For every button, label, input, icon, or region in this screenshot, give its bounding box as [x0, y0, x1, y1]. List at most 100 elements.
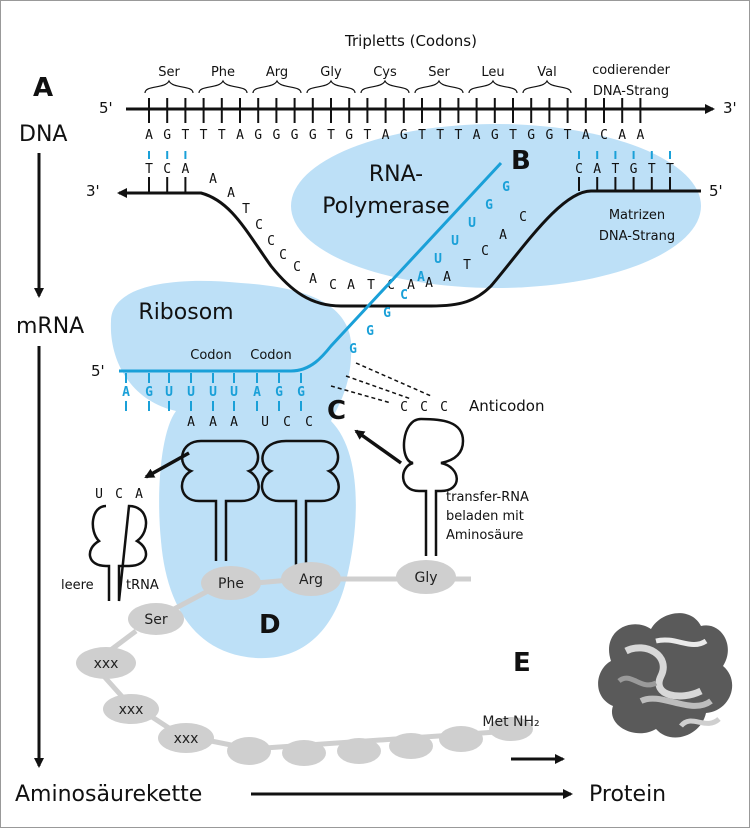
template-base: T: [145, 162, 153, 177]
label-a: A: [33, 73, 53, 103]
bead-xxx-3: [158, 723, 214, 753]
mrna-base: C: [400, 288, 408, 303]
rna-polymerase-label-1: RNA-: [369, 162, 423, 187]
aa-xxx-2: xxx: [119, 702, 144, 718]
template-base: T: [666, 162, 674, 177]
codon-brace: [468, 79, 518, 94]
mrna-base: A: [253, 385, 261, 400]
bead-8: [439, 726, 483, 752]
codon-word-1: Codon: [190, 348, 231, 363]
template-base: C: [293, 260, 301, 275]
mrna-base: G: [145, 385, 153, 400]
aa-phe: Phe: [218, 576, 244, 592]
anticodon-base: A: [230, 415, 238, 430]
mrna-base: A: [417, 270, 425, 285]
codon-label: Gly: [320, 65, 342, 80]
template-base: C: [519, 210, 527, 225]
template-base: T: [367, 278, 375, 293]
coding-base: G: [527, 128, 535, 143]
bead-xxx-1: [76, 647, 136, 679]
anticodon-base: U: [261, 415, 269, 430]
template-strand-label-2: DNA-Strang: [599, 229, 675, 244]
template-base: C: [481, 244, 489, 259]
template-five-prime: 5': [709, 182, 723, 200]
codon-brace: [414, 79, 464, 94]
template-base: T: [611, 162, 619, 177]
aa-met: Met NH₂: [482, 714, 539, 730]
mrna-base: G: [275, 385, 283, 400]
template-base: C: [387, 278, 395, 293]
codon-label: Ser: [428, 65, 450, 80]
incoming-trna-arrow: [354, 429, 403, 465]
coding-base: T: [218, 128, 226, 143]
template-base: A: [443, 270, 451, 285]
rna-polymerase-label-2: Polymerase: [322, 194, 450, 219]
coding-base: A: [473, 128, 481, 143]
coding-base: G: [254, 128, 262, 143]
protein-structure-image: [598, 613, 733, 738]
label-c: C: [327, 396, 346, 426]
label-e: E: [513, 648, 531, 678]
aa-xxx-3: xxx: [174, 731, 199, 747]
mrna-base: G: [383, 306, 391, 321]
template-base: A: [227, 186, 235, 201]
trna-arg: [260, 439, 340, 566]
aa-xxx-1: xxx: [94, 656, 119, 672]
ribosome-blob: [110, 280, 356, 659]
template-base: C: [575, 162, 583, 177]
template-base: A: [209, 172, 217, 187]
template-base: C: [255, 218, 263, 233]
empty-anticodon-base: A: [135, 487, 143, 502]
coding-base: T: [181, 128, 189, 143]
coding-base: G: [545, 128, 553, 143]
coding-base: G: [291, 128, 299, 143]
coding-base: T: [418, 128, 426, 143]
coding-base: G: [491, 128, 499, 143]
codon-brace: [198, 79, 248, 94]
codon-word-2: Codon: [250, 348, 291, 363]
mrna-five-prime: 5': [91, 362, 105, 380]
template-base: C: [329, 278, 337, 293]
mrna-base: U: [434, 252, 442, 267]
mrna-base: U: [230, 385, 238, 400]
mrna-base: G: [485, 198, 493, 213]
codon-label: Phe: [211, 65, 235, 80]
mrna-base: A: [122, 385, 130, 400]
mrna-base: G: [349, 342, 357, 357]
empty-anticodon-base: U: [95, 487, 103, 502]
trna-label-3: Aminosäure: [446, 528, 523, 543]
codon-brace: [522, 79, 572, 94]
label-b: B: [511, 146, 531, 176]
template-base: C: [279, 248, 287, 263]
coding-strand-label-1: codierender: [592, 63, 671, 78]
trna-empty: [88, 504, 148, 602]
stage-chain: Aminosäurekette: [15, 782, 202, 807]
free-anticodon-base: C: [400, 400, 408, 415]
stage-protein: Protein: [589, 782, 666, 807]
release-arrow: [144, 451, 190, 479]
coding-base: T: [363, 128, 371, 143]
codon-brace: [144, 79, 194, 94]
template-base: G: [630, 162, 638, 177]
bead-ser: [128, 603, 184, 635]
aa-ser: Ser: [144, 612, 168, 628]
bead-xxx-2: [103, 694, 159, 724]
diagram-title: Tripletts (Codons): [344, 32, 477, 50]
coding-base: T: [327, 128, 335, 143]
mrna-base: U: [165, 385, 173, 400]
empty-anticodon-base: C: [115, 487, 123, 502]
coding-three-prime: 3': [723, 99, 737, 117]
coding-base: T: [436, 128, 444, 143]
template-base: C: [163, 162, 171, 177]
template-base: A: [181, 162, 189, 177]
codon-brace: [360, 79, 410, 94]
aa-arg: Arg: [299, 572, 323, 588]
